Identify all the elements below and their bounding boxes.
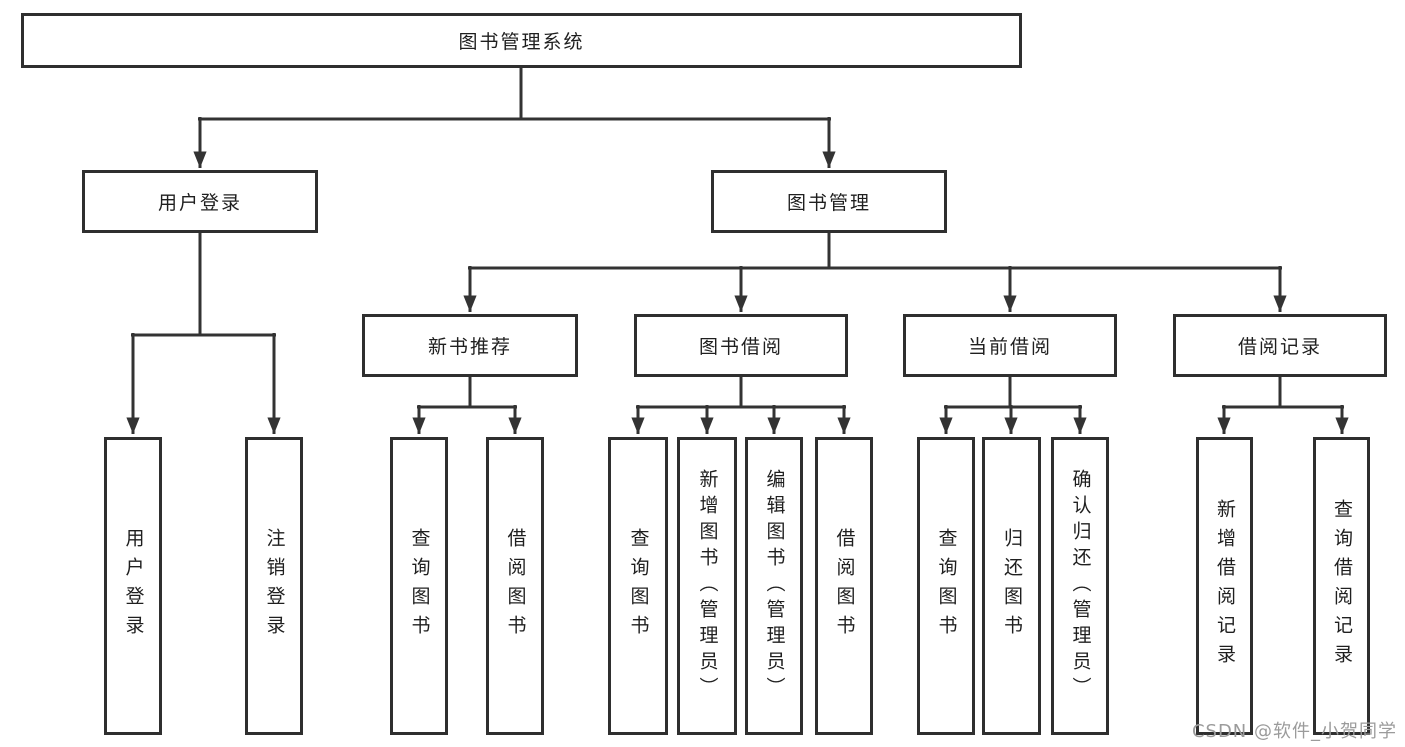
leaf-borrowing-add-books-admin: 新增图书（管理员） — [677, 437, 737, 735]
node-label: 借阅图书 — [504, 528, 527, 644]
node-user-login: 用户登录 — [82, 170, 318, 233]
node-label: 用户登录 — [122, 528, 145, 644]
csdn-watermark: CSDN @软件_小贺同学 — [1191, 721, 1397, 742]
node-label: 查询图书 — [627, 528, 650, 644]
leaf-current-query-books: 查询图书 — [917, 437, 975, 735]
leaf-user-login: 用户登录 — [104, 437, 162, 735]
node-label: 新增借阅记录 — [1214, 499, 1236, 673]
leaf-borrowing-query-books: 查询图书 — [608, 437, 668, 735]
node-label: 编辑图书（管理员） — [763, 469, 786, 703]
node-new-book-recommendation: 新书推荐 — [362, 314, 578, 377]
leaf-records-query-borrow-record: 查询借阅记录 — [1313, 437, 1370, 735]
node-current-borrowing: 当前借阅 — [903, 314, 1117, 377]
node-label: 注销登录 — [263, 528, 286, 644]
leaf-records-add-borrow-record: 新增借阅记录 — [1196, 437, 1253, 735]
node-book-borrowing: 图书借阅 — [634, 314, 848, 377]
leaf-logout-login: 注销登录 — [245, 437, 303, 735]
node-book-management: 图书管理 — [711, 170, 947, 233]
node-label: 图书管理 — [786, 192, 871, 214]
node-label: 查询图书 — [408, 528, 431, 644]
node-label: 用户登录 — [157, 192, 242, 214]
node-label: 归还图书 — [1001, 528, 1023, 644]
leaf-current-confirm-return-admin: 确认归还（管理员） — [1051, 437, 1109, 735]
node-label: 确认归还（管理员） — [1069, 469, 1092, 703]
node-label: 查询借阅记录 — [1331, 499, 1353, 673]
leaf-borrowing-edit-books-admin: 编辑图书（管理员） — [745, 437, 803, 735]
node-label: 查询图书 — [935, 528, 958, 644]
node-label: 图书管理系统 — [458, 31, 585, 53]
node-library-management-system: 图书管理系统 — [21, 13, 1022, 68]
node-label: 图书借阅 — [698, 336, 783, 358]
node-label: 当前借阅 — [967, 336, 1052, 358]
leaf-recommend-query-books: 查询图书 — [390, 437, 448, 735]
node-borrowing-records: 借阅记录 — [1173, 314, 1387, 377]
node-label: 借阅记录 — [1237, 336, 1322, 358]
node-label: 新书推荐 — [427, 336, 512, 358]
node-label: 借阅图书 — [833, 528, 856, 644]
leaf-borrowing-borrow-books: 借阅图书 — [815, 437, 873, 735]
leaf-recommend-borrow-books: 借阅图书 — [486, 437, 544, 735]
leaf-current-return-books: 归还图书 — [982, 437, 1041, 735]
node-label: 新增图书（管理员） — [696, 469, 719, 703]
